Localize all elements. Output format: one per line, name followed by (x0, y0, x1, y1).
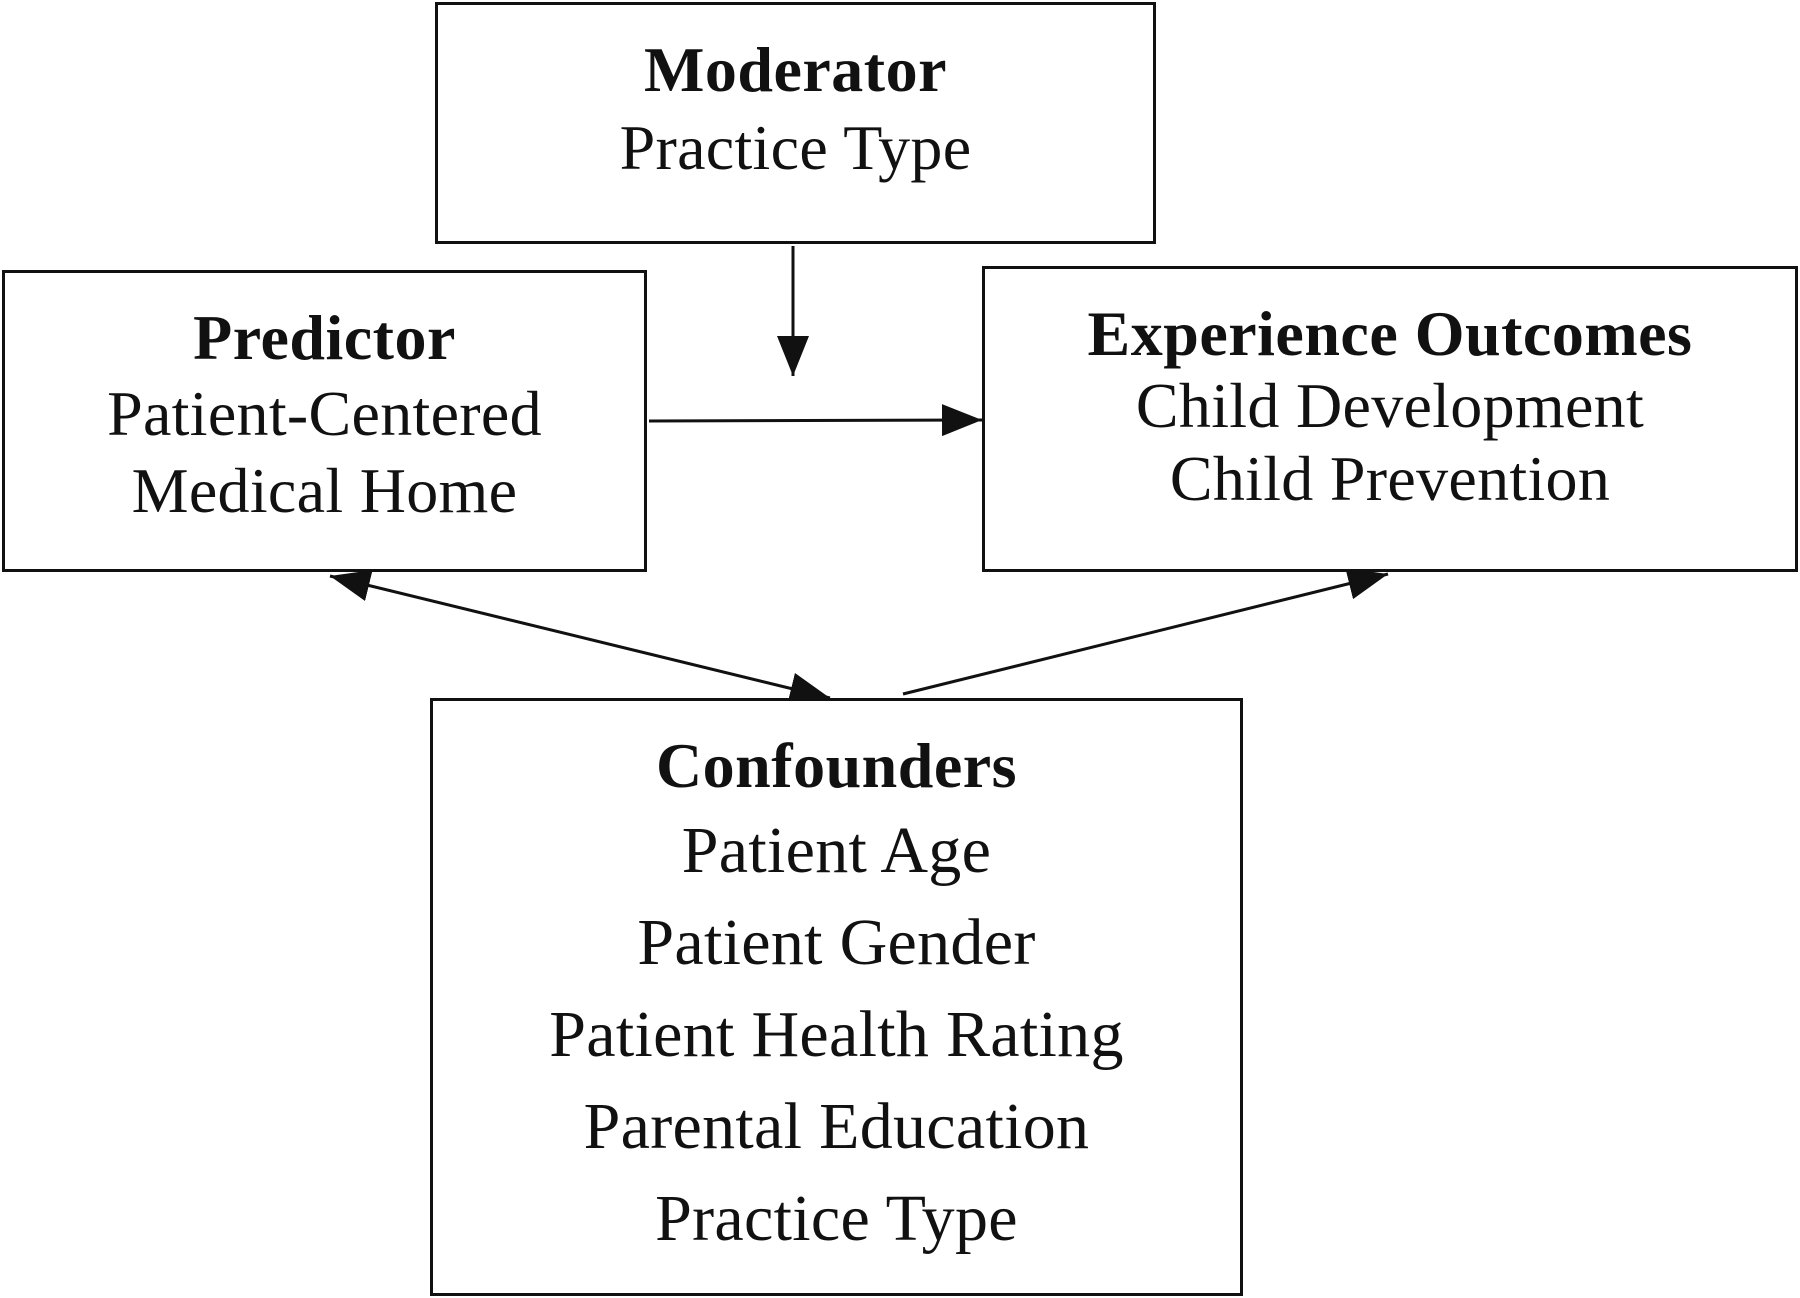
predictor-line: Patient-Centered (107, 378, 542, 450)
outcomes-line: Child Prevention (1169, 442, 1611, 514)
confounder-outcome-arrow (902, 568, 1389, 696)
confounders-box: Confounders Patient Age Patient Gender P… (430, 698, 1243, 1296)
confounders-line: Practice Type (655, 1182, 1018, 1256)
confounders-title: Confounders (655, 730, 1018, 801)
confounders-line: Patient Age (681, 814, 992, 888)
outcomes-line: Child Development (1135, 370, 1645, 442)
predictor-to-outcome-arrow (648, 404, 983, 437)
predictor-box: Predictor Patient-Centered Medical Home (2, 270, 647, 572)
confounders-line: Patient Gender (637, 906, 1036, 980)
confounders-line: Patient Health Rating (549, 998, 1124, 1072)
confounders-line: Parental Education (583, 1090, 1090, 1164)
moderator-line: Practice Type (619, 112, 972, 184)
outcomes-title: Experience Outcomes (1087, 298, 1693, 369)
predictor-title: Predictor (193, 302, 456, 373)
confounder-predictor-arrow (329, 569, 831, 705)
predictor-line: Medical Home (131, 454, 518, 526)
moderator-title: Moderator (643, 34, 948, 105)
outcomes-box: Experience Outcomes Child Development Ch… (982, 266, 1798, 572)
moderator-box: Moderator Practice Type (435, 2, 1156, 244)
